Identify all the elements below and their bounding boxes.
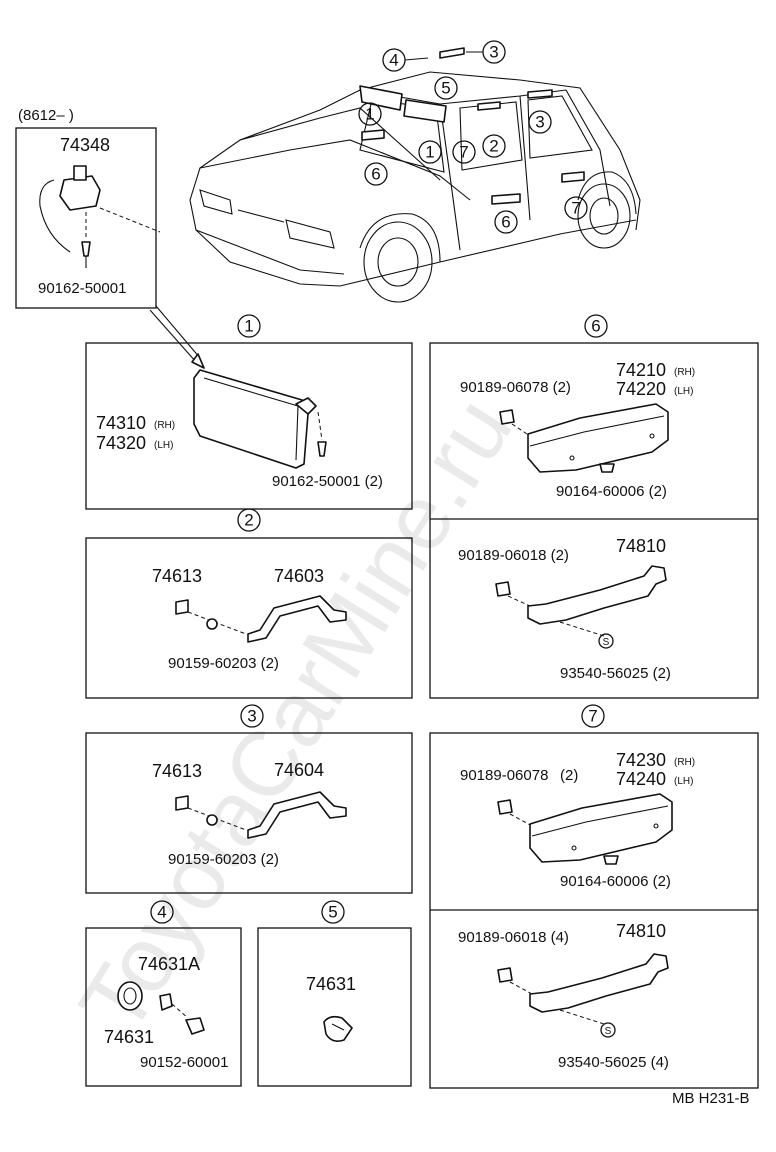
svg-text:1: 1: [365, 105, 374, 124]
svg-text:(LH): (LH): [674, 386, 693, 397]
svg-text:5: 5: [328, 903, 337, 922]
svg-text:5: 5: [441, 79, 450, 98]
section-5-number: [321, 900, 345, 924]
inset-screw: [81, 241, 91, 257]
part-74613-a: 74613: [152, 566, 202, 586]
svg-text:6: 6: [371, 165, 380, 184]
inset-leader: [149, 309, 197, 363]
svg-text:2: 2: [244, 511, 253, 530]
inset-clip: [59, 175, 101, 211]
part-90189-06078-a: 90189-06078 (2): [460, 379, 571, 396]
svg-text:1: 1: [425, 143, 434, 162]
inset-serial-label: (8612– ): [18, 107, 74, 124]
section-2: 2 74613 74603 90159-60203 (2): [85, 508, 413, 699]
svg-text:(LH): (LH): [154, 440, 173, 451]
part-90164-60006-a: 90164-60006 (2): [556, 483, 667, 500]
part-90189-06018-a: 90189-06018 (2): [458, 547, 569, 564]
section-1: 1 74310 (RH) 74320 (LH) 90162-50001 (2): [85, 314, 413, 510]
part-74230: 74230: [616, 750, 666, 770]
part-90189-06018-b: 90189-06018 (4): [458, 929, 569, 946]
section-7: 7 90189-06078 (2) 74230 (RH) 74240 (LH) …: [429, 704, 759, 1089]
armrest-74230: [529, 793, 673, 863]
part-74810-b: 74810: [616, 921, 666, 941]
bracket-74810-a: [527, 565, 667, 625]
svg-text:3: 3: [489, 43, 498, 62]
svg-text:6: 6: [591, 317, 600, 336]
svg-text:S: S: [603, 637, 610, 648]
section-5: 5 74631: [257, 900, 412, 1087]
part-90152-60001: 90152-60001: [140, 1054, 228, 1071]
figure-code: MB H231-B: [672, 1090, 750, 1107]
svg-text:(RH): (RH): [674, 367, 695, 378]
part-74220: 74220: [616, 379, 666, 399]
armrest-74210: [527, 403, 669, 473]
part-74603: 74603: [274, 566, 324, 586]
section-6: 6 90189-06078 (2) 74210 (RH) 74220 (LH) …: [429, 314, 759, 699]
svg-text:S: S: [605, 1026, 612, 1037]
part-74631A: 74631A: [138, 954, 200, 974]
inset-part-74348: 74348: [60, 135, 110, 155]
svg-text:7: 7: [588, 707, 597, 726]
svg-text:3: 3: [247, 707, 256, 726]
section-4: 4 74631A 74631 90152-60001: [85, 900, 242, 1087]
part-93540-56025-a: 93540-56025 (2): [560, 665, 671, 682]
section-2-number: [237, 508, 261, 532]
svg-text:4: 4: [389, 51, 398, 70]
inset-part-90162: 90162-50001: [38, 280, 126, 297]
part-74631-b: 74631: [306, 974, 356, 994]
svg-text:(RH): (RH): [674, 757, 695, 768]
part-74604: 74604: [274, 760, 324, 780]
section-3-number: [240, 704, 264, 728]
part-74631-a: 74631: [104, 1027, 154, 1047]
section-6-number: [584, 314, 608, 338]
svg-text:1: 1: [244, 317, 253, 336]
svg-text:3: 3: [535, 113, 544, 132]
section-3: 3 74613 74604 90159-60203 (2): [85, 704, 413, 894]
part-90189-06078-b: 90189-06078: [460, 767, 548, 784]
part-90159-60203-b: 90159-60203 (2): [168, 851, 279, 868]
part-90162-50001: 90162-50001 (2): [272, 473, 383, 490]
part-90159-60203-a: 90159-60203 (2): [168, 655, 279, 672]
svg-text:(LH): (LH): [674, 776, 693, 787]
svg-text:7: 7: [571, 199, 580, 218]
svg-text:7: 7: [459, 143, 468, 162]
car-illustration: [189, 47, 641, 303]
sun-visor: [193, 369, 309, 469]
svg-text:2: 2: [489, 137, 498, 156]
part-74320: 74320: [96, 433, 146, 453]
part-74810-a: 74810: [616, 536, 666, 556]
part-90164-60006-b: 90164-60006 (2): [560, 873, 671, 890]
part-74613-b: 74613: [152, 761, 202, 781]
svg-text:(2): (2): [560, 767, 578, 784]
section-4-number: [150, 900, 174, 924]
part-74210: 74210: [616, 360, 666, 380]
section-7-number: [581, 704, 605, 728]
inset-frame: [15, 127, 157, 309]
inset-panel: (8612– ) 74348 90162-50001: [15, 107, 161, 309]
part-93540-56025-b: 93540-56025 (4): [558, 1054, 669, 1071]
svg-text:6: 6: [501, 213, 510, 232]
part-74310: 74310: [96, 413, 146, 433]
part-74240: 74240: [616, 769, 666, 789]
hook-74631-b: [323, 1015, 353, 1042]
bracket-74810-b: [529, 953, 669, 1013]
grab-handle-74604: [247, 791, 347, 839]
section-1-number: [237, 314, 261, 338]
grab-handle-74603: [247, 595, 347, 643]
svg-text:(RH): (RH): [154, 420, 175, 431]
car-callouts: 4 3 5 1 3 1 7 2 6 6 7: [358, 40, 588, 234]
hook-74631: [117, 981, 143, 1011]
svg-text:4: 4: [157, 903, 166, 922]
